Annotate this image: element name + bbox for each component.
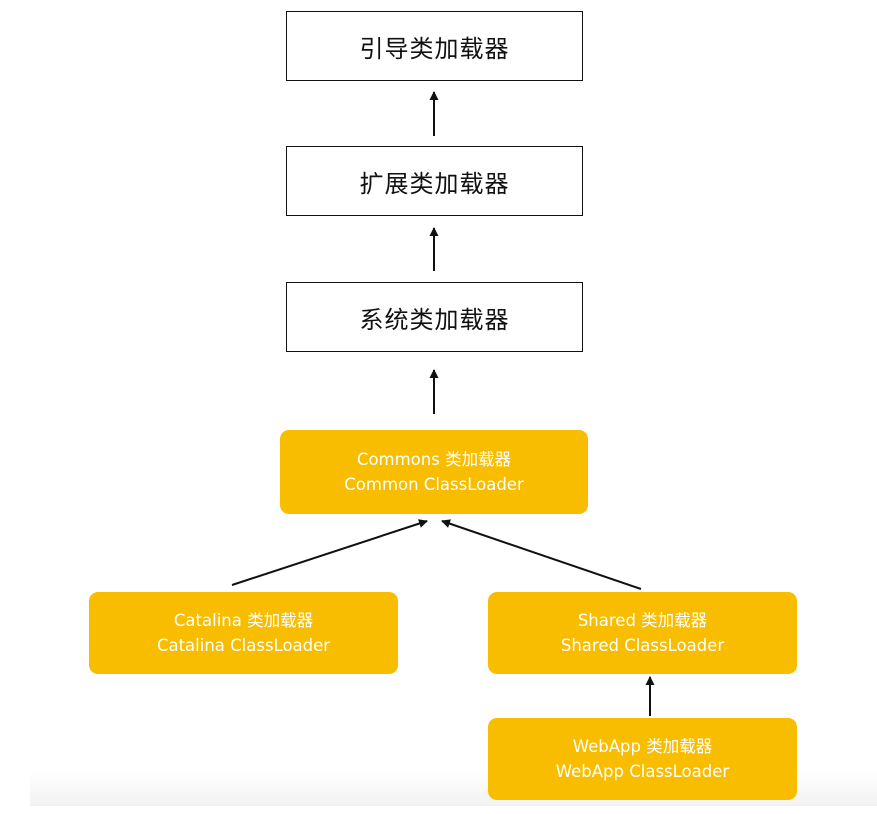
catalina-classloader-node: Catalina 类加载器 Catalina ClassLoader bbox=[89, 592, 398, 674]
common-classloader-node: Commons 类加载器 Common ClassLoader bbox=[280, 430, 588, 514]
bootstrap-classloader-label: 引导类加载器 bbox=[359, 34, 510, 63]
shared-classloader-label-en: Shared ClassLoader bbox=[560, 636, 725, 655]
common-classloader-label-en: Common ClassLoader bbox=[344, 475, 524, 494]
shared-classloader-node: Shared 类加载器 Shared ClassLoader bbox=[488, 592, 797, 674]
arrow-catalina-to-common bbox=[231, 519, 428, 586]
system-classloader-label: 系统类加载器 bbox=[359, 305, 510, 334]
extension-classloader-node: 扩展类加载器 bbox=[286, 146, 583, 216]
catalina-classloader-label-en: Catalina ClassLoader bbox=[156, 636, 331, 655]
shared-classloader-label-cn: Shared 类加载器 bbox=[577, 611, 708, 630]
system-classloader-node: 系统类加载器 bbox=[286, 282, 583, 352]
bootstrap-classloader-node: 引导类加载器 bbox=[286, 11, 583, 81]
webapp-classloader-label-en: WebApp ClassLoader bbox=[555, 762, 730, 781]
common-classloader-label-cn: Commons 类加载器 bbox=[356, 450, 512, 469]
webapp-classloader-node: WebApp 类加载器 WebApp ClassLoader bbox=[488, 718, 797, 800]
arrow-shared-to-common bbox=[441, 519, 642, 590]
webapp-classloader-label-cn: WebApp 类加载器 bbox=[572, 737, 713, 756]
catalina-classloader-label-cn: Catalina 类加载器 bbox=[173, 611, 314, 630]
extension-classloader-label: 扩展类加载器 bbox=[359, 169, 510, 198]
